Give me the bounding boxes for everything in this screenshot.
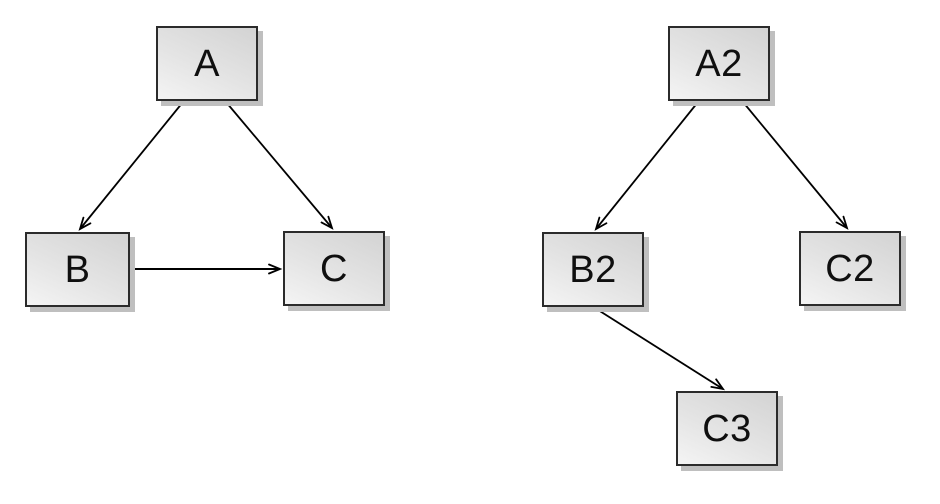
edge-A-B — [78, 101, 184, 231]
node-A-label: A — [194, 42, 220, 85]
node-B[interactable]: B — [25, 232, 130, 307]
node-B-label: B — [64, 248, 91, 291]
edge-A2-B2 — [594, 101, 699, 231]
node-C2[interactable]: C2 — [799, 231, 901, 306]
edge-A-C — [225, 101, 334, 230]
node-C3[interactable]: C3 — [676, 391, 778, 466]
node-C[interactable]: C — [283, 231, 385, 306]
node-B2[interactable]: B2 — [542, 232, 644, 307]
node-C2-label: C2 — [825, 247, 875, 290]
node-A2-label: A2 — [695, 42, 743, 85]
edge-B2-C3 — [594, 307, 726, 391]
node-C3-label: C3 — [702, 407, 752, 450]
node-B2-label: B2 — [569, 248, 617, 291]
node-A2[interactable]: A2 — [668, 26, 770, 101]
node-A[interactable]: A — [156, 26, 258, 101]
edge-A2-C2 — [742, 101, 849, 230]
node-C-label: C — [320, 247, 348, 290]
